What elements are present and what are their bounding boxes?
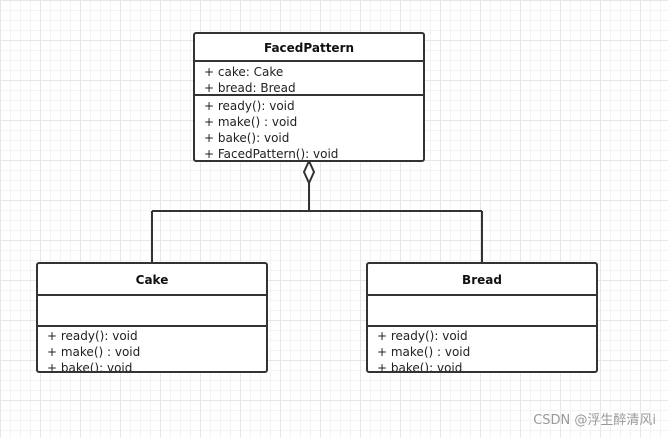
attribute-bread: + bread: Bread bbox=[204, 81, 296, 95]
attribute-cake: + cake: Cake bbox=[204, 65, 284, 79]
watermark: CSDN @浮生醉清风i bbox=[533, 413, 656, 428]
methods-section: + ready(): void + make() : void + bake()… bbox=[195, 96, 423, 161]
aggregation-diamond bbox=[302, 158, 316, 186]
method-make: + make() : void bbox=[377, 345, 471, 359]
method-bake: + bake(): void bbox=[47, 361, 133, 373]
class-name: Bread bbox=[368, 264, 596, 296]
method-make: + make() : void bbox=[204, 115, 298, 129]
method-bake: + bake(): void bbox=[204, 131, 290, 145]
class-bread[interactable]: Bread + ready(): void + make() : void + … bbox=[366, 262, 598, 373]
methods-section: + ready(): void + make() : void + bake()… bbox=[38, 327, 266, 373]
class-facedpattern[interactable]: FacedPattern + cake: Cake + bread: Bread… bbox=[193, 32, 425, 162]
class-name: FacedPattern bbox=[195, 34, 423, 62]
methods-section: + ready(): void + make() : void + bake()… bbox=[368, 327, 596, 373]
method-constructor: + FacedPattern(): void bbox=[204, 147, 339, 161]
method-ready: + ready(): void bbox=[204, 99, 295, 113]
attributes-section bbox=[368, 296, 596, 327]
method-bake: + bake(): void bbox=[377, 361, 463, 373]
method-ready: + ready(): void bbox=[377, 329, 468, 343]
attributes-section bbox=[38, 296, 266, 327]
attributes-section: + cake: Cake + bread: Bread bbox=[195, 62, 423, 96]
method-make: + make() : void bbox=[47, 345, 141, 359]
method-ready: + ready(): void bbox=[47, 329, 138, 343]
class-name: Cake bbox=[38, 264, 266, 296]
class-cake[interactable]: Cake + ready(): void + make() : void + b… bbox=[36, 262, 268, 373]
